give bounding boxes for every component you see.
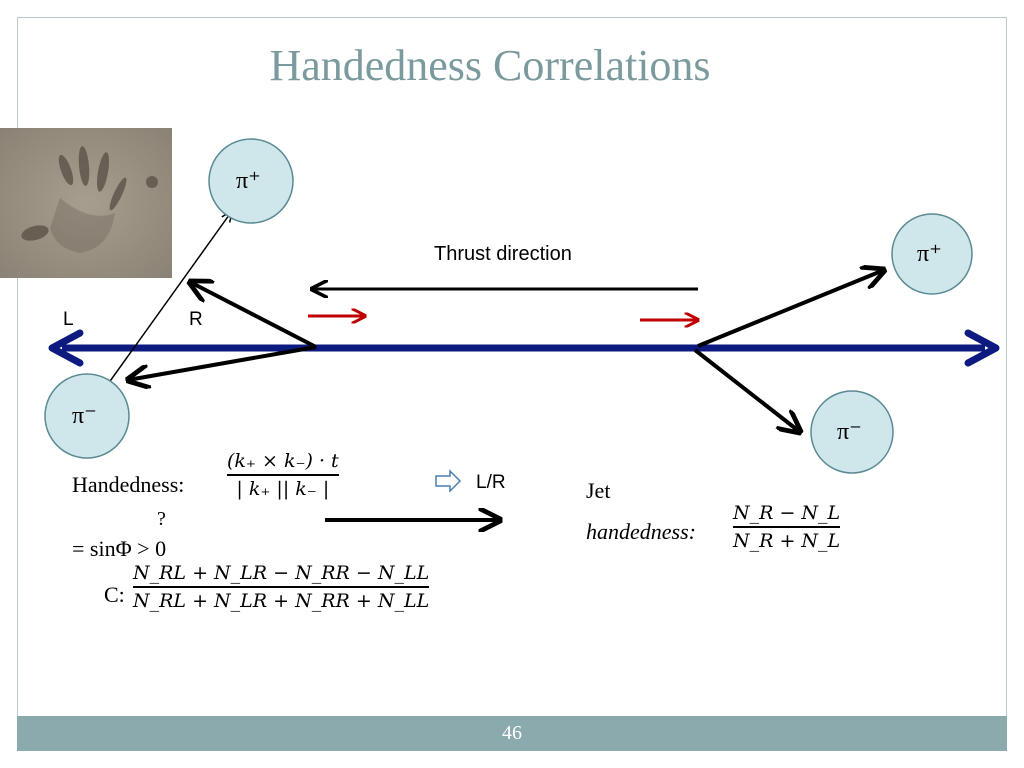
handedness-numerator: (k₊ × k₋) · t	[227, 450, 339, 472]
fraction-bar	[133, 586, 430, 588]
handprint-in-sand-image	[0, 128, 172, 278]
c-fraction: N_RL + N_LR − N_RR − N_LL N_RL + N_LR + …	[133, 560, 430, 614]
sin-condition: = sinΦ > 0	[72, 536, 167, 561]
c-numerator: N_RL + N_LR − N_RR − N_LL	[133, 562, 430, 584]
pi-minus-right-label: π⁻	[837, 419, 862, 445]
jet-label: Jet	[586, 478, 611, 503]
slide-footer: 46	[17, 716, 1007, 751]
c-denominator: N_RL + N_LR + N_RR + N_LL	[133, 589, 430, 612]
fraction-bar	[227, 474, 339, 476]
pi-plus-right-circle	[891, 213, 973, 295]
left-jet-arrow-up	[190, 282, 317, 349]
right-label: R	[189, 309, 203, 330]
handedness-denominator: | k₊ || k₋ |	[236, 477, 330, 500]
slide-title: Handedness Correlations	[269, 41, 711, 90]
jet-numerator: N_R − N_L	[733, 502, 841, 524]
fraction-bar	[733, 526, 841, 528]
handedness-label: Handedness:	[72, 472, 185, 497]
pi-plus-right-label: π⁺	[917, 241, 942, 267]
pi-minus-left-label: π⁻	[72, 403, 97, 429]
pi-plus-top-circle	[208, 138, 294, 224]
question-mark: ?	[157, 508, 166, 530]
c-label: C:	[104, 582, 125, 607]
thrust-axis	[48, 329, 1000, 367]
lr-label: L/R	[476, 472, 506, 493]
page-number: 46	[502, 722, 522, 744]
jet-fraction: N_R − N_L N_R + N_L	[733, 500, 841, 554]
pi-plus-top-label: π⁺	[236, 168, 261, 194]
handedness-fraction: (k₊ × k₋) · t | k₊ || k₋ |	[227, 448, 339, 502]
jet-handedness-label: handedness:	[586, 519, 696, 544]
thrust-direction-label: Thrust direction	[434, 243, 572, 265]
pi-minus-left-circle	[44, 373, 130, 459]
jet-denominator: N_R + N_L	[733, 529, 841, 552]
left-jet-arrow-down	[128, 345, 317, 380]
pi-minus-right-circle	[810, 390, 894, 474]
left-label: L	[63, 309, 74, 330]
right-block-arrow-icon	[435, 469, 462, 493]
right-jet-arrow-down	[693, 348, 800, 432]
k-vector-thin-arrow	[107, 211, 232, 385]
right-jet-arrow-up	[697, 270, 884, 348]
